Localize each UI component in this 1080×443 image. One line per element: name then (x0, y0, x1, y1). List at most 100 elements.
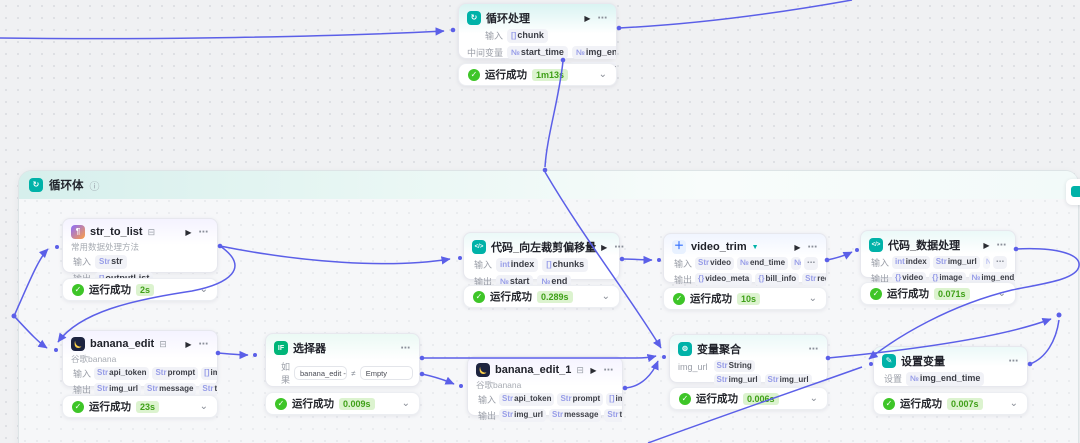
more-menu-icon[interactable]: ⋯ (198, 338, 209, 350)
node-subtitle: 谷歌banana (71, 354, 117, 364)
node-loop-process[interactable]: ↻ 循环处理 ▶ ⋯ 输入 []chunk 中间变量 №start_time №… (458, 3, 617, 77)
run-node-icon[interactable]: ▶ (185, 339, 192, 349)
status-bar-code-left-trim[interactable]: ✓ 运行成功 0.289s ⌄ (463, 285, 620, 308)
node-banana-edit-1[interactable]: banana_edit_1 ⊟ ▶ ⋯ 谷歌banana 输入 Strapi_t… (467, 356, 623, 422)
run-node-icon[interactable]: ▶ (601, 242, 608, 252)
not-equal-operator[interactable]: ≠ (351, 368, 356, 378)
duration-badge: 2s (136, 283, 155, 296)
overflow-pill[interactable]: ⋯ (993, 256, 1007, 269)
more-menu-icon[interactable]: ⋯ (400, 342, 411, 354)
run-node-icon[interactable]: ▶ (794, 242, 801, 252)
node-code-data[interactable]: </> 代码_数据处理 ▶ ⋯ 输入 intindex Strimg_url №… (860, 230, 1016, 285)
port[interactable] (616, 25, 622, 31)
status-bar-set-variable[interactable]: ✓ 运行成功 0.007s ⌄ (873, 392, 1028, 415)
var-pill: StrString (713, 360, 755, 373)
var-pill: №start_time (507, 45, 568, 60)
aggregate-group-label: img_url (678, 362, 708, 372)
status-bar-code-data[interactable]: ✓ 运行成功 0.071s ⌄ (860, 282, 1016, 305)
node-title: video_trim (691, 241, 747, 253)
chevron-down-icon[interactable]: ⌄ (199, 284, 208, 295)
loop-icon (1071, 186, 1080, 197)
input-label: 输入 (673, 259, 692, 269)
success-icon: ✓ (72, 283, 84, 296)
chevron-down-icon[interactable]: ⌄ (401, 398, 410, 409)
chevron-down-icon[interactable]: ⌄ (809, 393, 818, 404)
node-banana-edit[interactable]: banana_edit ⊟ ▶ ⋯ 谷歌banana 输入 Strapi_tok… (62, 330, 218, 396)
condition-right-input[interactable]: Empty (359, 366, 413, 380)
node-set-variable[interactable]: ✎ 设置变量 ⋯ 设置 №img_end_time (873, 346, 1028, 387)
port[interactable] (11, 313, 17, 319)
duration-badge: 10s (737, 292, 761, 305)
status-bar-selector[interactable]: ✓ 运行成功 0.009s ⌄ (265, 392, 420, 415)
node-video-trim[interactable]: ＋ video_trim ▼ ▶ ⋯ 输入 Strvideo №end_time… (663, 233, 827, 286)
success-icon: ✓ (473, 290, 485, 303)
input-label: 输入 (473, 260, 492, 271)
loop-body-title: 循环体 (49, 180, 84, 192)
input-label: 输入 (484, 31, 503, 42)
more-menu-icon[interactable]: ⋯ (996, 239, 1007, 251)
var-pill: []chunk (507, 29, 548, 43)
more-menu-icon[interactable]: ⋯ (808, 343, 819, 355)
collapsed-loop-widget[interactable] (1066, 179, 1080, 205)
wire-loop-process-out-right (618, 0, 853, 29)
run-node-icon[interactable]: ▶ (590, 365, 597, 375)
node-subtitle: 谷歌banana (476, 380, 522, 390)
more-menu-icon[interactable]: ⋯ (597, 12, 608, 24)
banana-icon (71, 337, 85, 351)
chevron-down-icon[interactable]: ⌄ (199, 401, 208, 412)
node-var-aggregate[interactable]: ⊜ 变量聚合 ⋯ img_url StrString Strimg_url St… (669, 334, 828, 387)
node-title: 代码_向左裁剪偏移量 (491, 242, 597, 254)
status-bar-loop-process[interactable]: ✓ 运行成功 1m13s ⌄ (458, 63, 617, 86)
node-selector[interactable]: IF 选择器 ⋯ 如果 banana_edit - i… ≠ Empty 否则 (265, 333, 420, 415)
node-title: 选择器 (293, 343, 326, 355)
node-code-left-trim[interactable]: </> 代码_向左裁剪偏移量 ▶ ⋯ 输入 intindex []chunks … (463, 232, 624, 289)
duration-badge: 23s (136, 400, 160, 413)
status-text: 运行成功 (900, 398, 942, 410)
run-node-icon[interactable]: ▶ (584, 13, 591, 23)
overflow-pill[interactable]: ⋯ (804, 257, 818, 270)
if-label: 如果 (280, 362, 290, 385)
loop-body-header: ↻ 循环体 ⓘ (19, 171, 1078, 199)
var-pill: Strtip_url (199, 383, 217, 396)
var-pill: Strapi_token (499, 393, 555, 406)
var-pill: №img_end_time (571, 45, 616, 60)
success-icon: ✓ (870, 287, 882, 300)
duration-badge: 0.289s (537, 290, 573, 303)
run-node-icon[interactable]: ▶ (983, 240, 990, 250)
condition-left-input[interactable]: banana_edit - i… (294, 366, 348, 380)
aggregate-icon: ⊜ (678, 342, 692, 356)
var-pill: intindex (892, 256, 930, 269)
more-menu-icon[interactable]: ⋯ (198, 226, 209, 238)
output-label: 输出 (477, 411, 496, 421)
more-menu-icon[interactable]: ⋯ (603, 364, 614, 376)
more-menu-icon[interactable]: ⋯ (614, 241, 625, 253)
var-pill: Strimg_url (764, 374, 812, 387)
var-pill: №end_time (737, 257, 789, 270)
run-node-icon[interactable]: ▶ (185, 227, 192, 237)
chevron-down-icon[interactable]: ⌄ (997, 288, 1006, 299)
status-bar-video-trim[interactable]: ✓ 运行成功 10s ⌄ (663, 287, 827, 310)
var-pill: Strimg_url (932, 256, 980, 269)
chevron-down-icon[interactable]: ⌄ (601, 291, 610, 302)
status-bar-str-to-list[interactable]: ✓ 运行成功 2s ⌄ (62, 278, 218, 301)
node-subtitle: 常用数据处理方法 (71, 242, 140, 252)
port[interactable] (450, 27, 456, 33)
more-menu-icon[interactable]: ⋯ (1008, 355, 1019, 367)
node-title: 循环处理 (486, 13, 530, 25)
more-menu-icon[interactable]: ⋯ (807, 241, 818, 253)
chevron-down-icon[interactable]: ⌄ (598, 69, 607, 80)
status-text: 运行成功 (485, 69, 527, 81)
status-bar-var-aggregate[interactable]: ✓ 运行成功 0.006s ⌄ (669, 387, 828, 410)
chevron-down-icon[interactable]: ⌄ (808, 293, 817, 304)
set-variable-icon: ✎ (882, 354, 896, 368)
var-pill: Strmessage (549, 409, 602, 422)
node-str-to-list[interactable]: ¶ str_to_list ⊟ ▶ ⋯ 常用数据处理方法 输入 Strstr 输… (62, 218, 218, 286)
input-label: 输入 (72, 257, 91, 268)
info-icon[interactable]: ⓘ (89, 181, 100, 193)
status-text: 运行成功 (696, 393, 738, 405)
title-badge-icon: ⊟ (147, 226, 156, 237)
chevron-down-icon[interactable]: ⌄ (1009, 398, 1018, 409)
var-pill: Strvideo (695, 257, 735, 270)
status-bar-banana-edit[interactable]: ✓ 运行成功 23s ⌄ (62, 395, 218, 418)
